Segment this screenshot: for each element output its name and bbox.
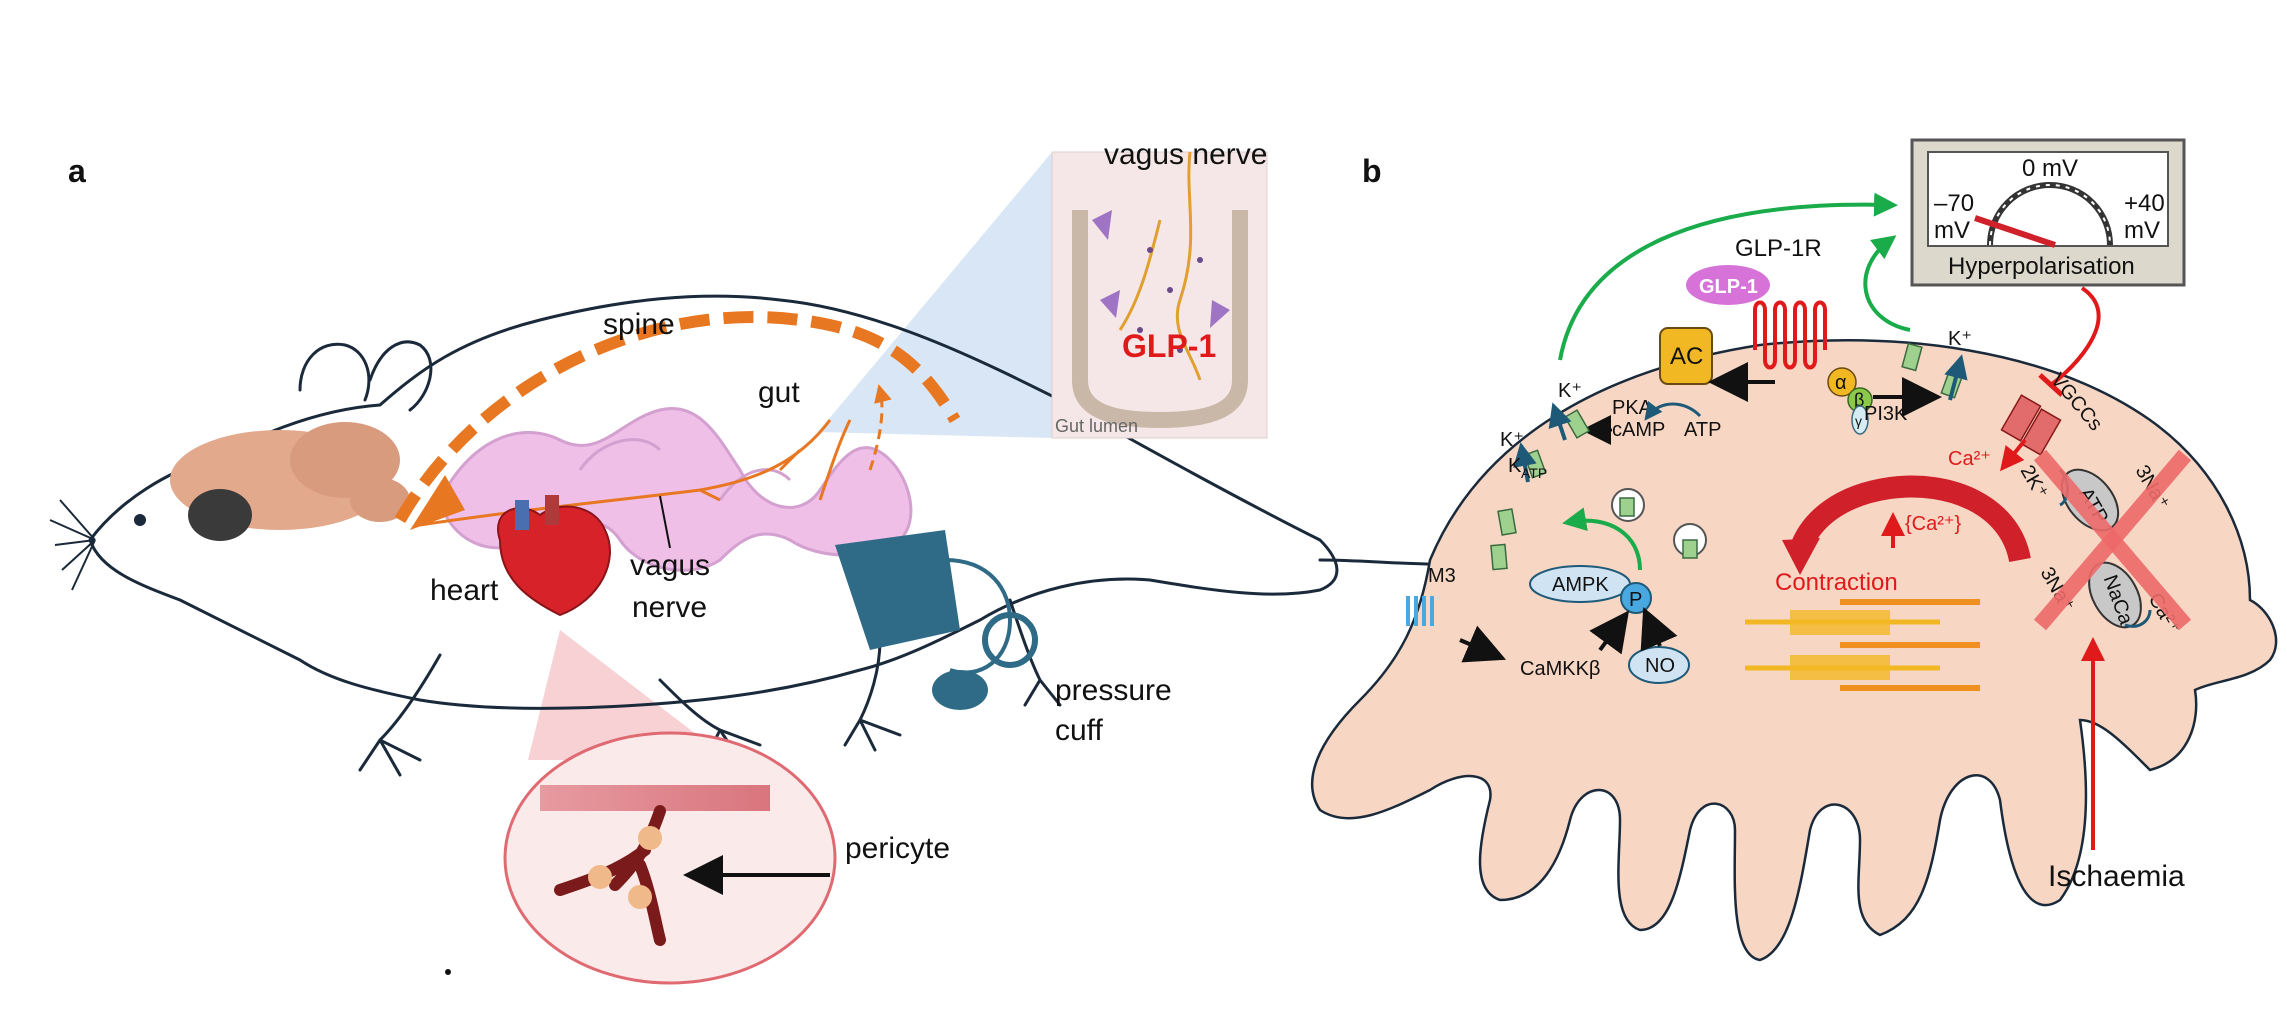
panel-b-letter: b xyxy=(1362,153,1382,189)
k-channel-3 xyxy=(1901,342,1968,401)
pi3k-label: PI3K xyxy=(1864,403,1908,425)
vagus-label-line2: nerve xyxy=(632,591,707,624)
ca-in-label: Ca²⁺ xyxy=(1948,448,1991,470)
k2-label: K⁺ xyxy=(1500,429,1524,451)
pericyte-inset xyxy=(503,731,837,985)
glp1-ligand xyxy=(1686,265,1770,305)
m3-receptor xyxy=(1406,596,1434,626)
spine-arrowhead xyxy=(410,475,465,530)
voltmeter-caption: Hyperpolarisation xyxy=(1948,253,2135,280)
gut-inset: vagus nerve GLP-1 Gut lumen xyxy=(1051,138,1268,439)
k-channel-1 xyxy=(1548,402,1591,441)
pericyte-inset-wedge xyxy=(528,630,730,760)
ac-enzyme xyxy=(1659,327,1713,385)
voltmeter-needle xyxy=(1974,215,2056,248)
inset-vagus-label: vagus nerve xyxy=(1104,138,1267,171)
glp1-ligand-label: GLP-1 xyxy=(1699,276,1758,298)
atp-label: ATP xyxy=(1684,419,1721,441)
voltmeter-neg-unit: mV xyxy=(1934,217,1970,244)
ampk-p-label: P xyxy=(1629,589,1642,611)
g-beta-label: β xyxy=(1854,390,1864,410)
green-arrow-ampk-to-katp xyxy=(1562,507,1642,571)
spine-path xyxy=(394,311,961,523)
inset-gut-lumen-label: Gut lumen xyxy=(1055,416,1138,436)
cuff-afferent-line xyxy=(868,384,892,471)
heart-label: heart xyxy=(430,574,499,607)
panel-a-letter: a xyxy=(68,153,86,189)
no-label: NO xyxy=(1645,655,1675,677)
voltmeter-pos-unit: mV xyxy=(2124,217,2160,244)
ncx-exchanger: NaCa xyxy=(2088,561,2142,628)
cell-body xyxy=(1310,339,2278,962)
voltmeter-neg-value: –70 xyxy=(1934,190,1974,217)
g-gamma-label: γ xyxy=(1855,413,1862,429)
inset-glp1-label: GLP-1 xyxy=(1122,328,1216,364)
ca-level-label: {Ca²⁺} xyxy=(1905,513,1961,535)
voltmeter: 0 mV –70 mV +40 mV Hyperpolarisation xyxy=(1910,138,2186,287)
gut-label: gut xyxy=(758,376,800,409)
ischaemia-label: Ischaemia xyxy=(2048,860,2185,893)
katp-main: K xyxy=(1508,455,1522,477)
ischaemia-cross-b xyxy=(2033,449,2192,631)
pericyte-label: pericyte xyxy=(845,832,950,865)
camp-label: cAMP xyxy=(1612,419,1665,441)
vagus-label-line1: vagus xyxy=(630,549,710,582)
ac-label: AC xyxy=(1670,343,1703,370)
brain-illustration xyxy=(170,422,410,541)
green-arrow-k-to-meter xyxy=(1558,192,1898,361)
pressure-label-line2: cuff xyxy=(1055,714,1103,747)
k1-label: K⁺ xyxy=(1558,380,1582,402)
ampk-phospho xyxy=(1620,582,1652,614)
pressure-label-line1: pressure xyxy=(1055,674,1172,707)
pka-label: PKA xyxy=(1612,397,1653,419)
contraction-label: Contraction xyxy=(1775,569,1898,596)
voltmeter-zero: 0 mV xyxy=(2022,155,2078,182)
stray-dot xyxy=(445,969,451,975)
heart-illustration xyxy=(497,495,611,617)
voltmeter-pos-value: +40 xyxy=(2124,190,2165,217)
g-alpha xyxy=(1827,367,1857,397)
camkkb-label: CaMKKβ xyxy=(1520,658,1600,680)
k3-label: K⁺ xyxy=(1948,328,1972,350)
k-channel-2 xyxy=(1513,442,1547,483)
g-gamma xyxy=(1851,405,1869,435)
ampk-label: AMPK xyxy=(1552,574,1609,596)
gut-illustration xyxy=(438,407,913,572)
green-arrow-pi3k-to-meter xyxy=(1863,235,1911,332)
contraction-curve xyxy=(1789,475,2031,563)
membrane-k-channels-lower xyxy=(1490,508,1517,571)
voltmeter-inhibit-line xyxy=(2048,286,2101,387)
glp1r-label: GLP-1R xyxy=(1735,235,1822,262)
m3-label: M3 xyxy=(1428,565,1456,587)
pressure-cuff-illustration xyxy=(835,530,1038,710)
vgcc-channel xyxy=(2000,394,2062,456)
spine-label: spine xyxy=(603,308,675,341)
glp1r-receptor xyxy=(1753,300,1827,370)
katp-sub: ATP xyxy=(1521,465,1547,481)
myofilaments xyxy=(1745,599,1980,691)
g-alpha-label: α xyxy=(1835,372,1847,394)
